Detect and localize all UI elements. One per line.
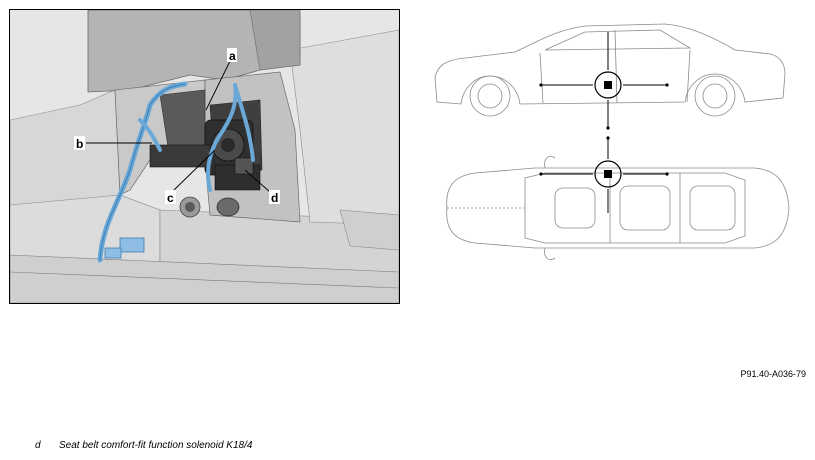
vehicle-location-overview [425,8,815,308]
vehicle-outline-drawing [434,23,790,260]
location-marker-top-view [539,136,669,213]
legend-key: d [35,440,41,451]
leader-line-c [173,149,216,191]
callout-label-b: b [76,137,83,151]
legend-description: Seat belt comfort-fit function solenoid … [59,440,253,451]
legend-list: d Seat belt comfort-fit function solenoid… [35,440,252,451]
figure-reference-code: P91.40-A036-79 [740,369,806,379]
b-pillar-detail-drawing: a b c d [10,10,399,303]
leader-line-a [205,56,233,111]
location-marker-side-view [539,32,669,130]
callout-label-a: a [229,49,236,63]
callout-label-c: c [167,191,174,205]
detail-illustration: a b c d [9,9,400,304]
callout-label-d: d [271,191,278,205]
leader-line-d [244,169,271,193]
